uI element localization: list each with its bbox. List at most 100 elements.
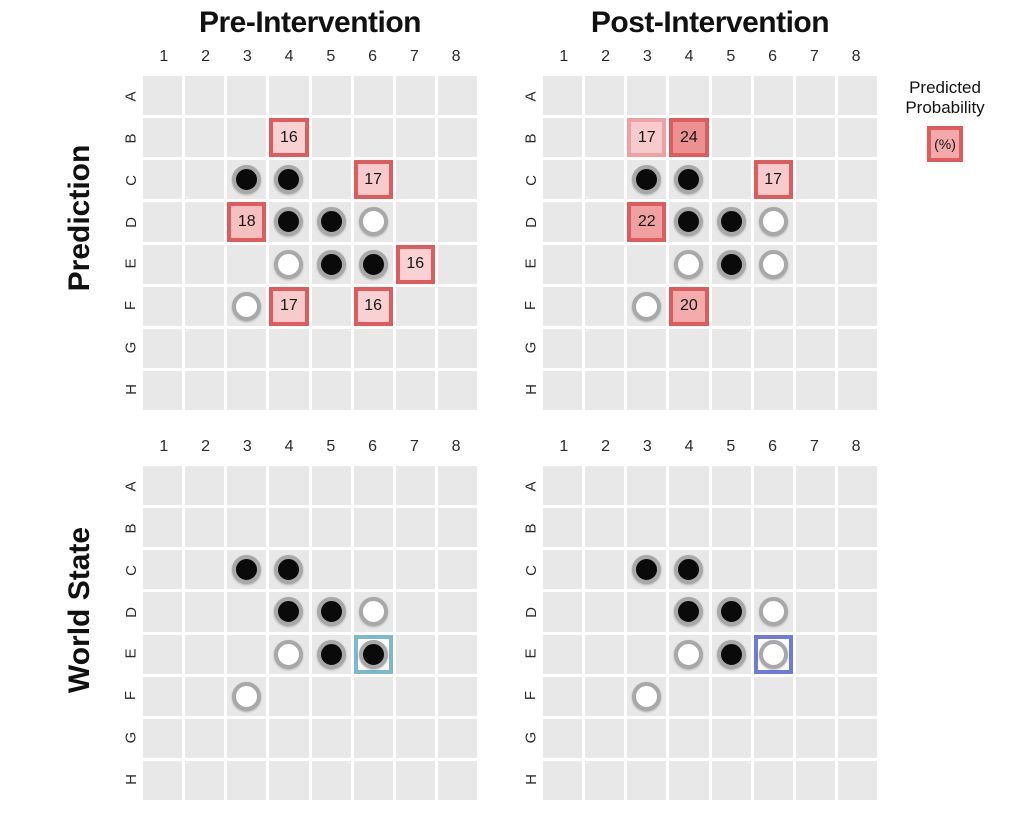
board-cell bbox=[837, 370, 877, 410]
board-cell bbox=[711, 466, 751, 506]
board-cell bbox=[627, 160, 667, 200]
board-cell bbox=[227, 76, 267, 116]
board-cell bbox=[753, 202, 793, 242]
row-label: F bbox=[122, 301, 140, 311]
board-cell bbox=[185, 508, 225, 548]
white-disc-icon bbox=[674, 639, 704, 669]
probability-box: 17 bbox=[627, 118, 667, 158]
board-cell bbox=[311, 328, 351, 368]
legend-probability-swatch: (%) bbox=[927, 126, 963, 162]
board-cell bbox=[837, 160, 877, 200]
board-cell bbox=[837, 508, 877, 548]
probability-value: 22 bbox=[637, 212, 656, 230]
board-cell bbox=[311, 718, 351, 758]
board-cell bbox=[437, 718, 477, 758]
board-cell bbox=[753, 676, 793, 716]
column-label: 2 bbox=[601, 48, 611, 65]
column-label: 3 bbox=[642, 438, 652, 455]
board-cell bbox=[711, 550, 751, 590]
board-cell bbox=[143, 634, 183, 674]
board-cell bbox=[543, 286, 583, 326]
board-cell bbox=[669, 202, 709, 242]
board-cell bbox=[711, 718, 751, 758]
board-cell bbox=[185, 118, 225, 158]
board-cell bbox=[395, 676, 435, 716]
board-cell bbox=[395, 508, 435, 548]
board-cell bbox=[627, 76, 667, 116]
row-label: F bbox=[122, 691, 140, 701]
row-label: A bbox=[522, 481, 540, 492]
row-label: G bbox=[522, 731, 540, 744]
board-cell bbox=[185, 466, 225, 506]
board-cell bbox=[311, 466, 351, 506]
white-disc-icon bbox=[274, 249, 304, 279]
board-cell bbox=[437, 328, 477, 368]
board-cell bbox=[837, 676, 877, 716]
board-cell bbox=[185, 676, 225, 716]
column-label: 5 bbox=[726, 48, 736, 65]
probability-value: 18 bbox=[237, 212, 256, 230]
board-cell bbox=[543, 676, 583, 716]
column-title-post-intervention: Post-Intervention bbox=[590, 6, 830, 39]
board-cell bbox=[627, 634, 667, 674]
black-disc-icon bbox=[716, 639, 746, 669]
board-cell bbox=[143, 718, 183, 758]
row-label: G bbox=[522, 341, 540, 354]
board-cell bbox=[669, 160, 709, 200]
board-cell bbox=[753, 244, 793, 284]
legend-title-line1: Predicted bbox=[909, 78, 981, 97]
board-cell bbox=[753, 718, 793, 758]
board-cell bbox=[585, 550, 625, 590]
board-cell bbox=[353, 676, 393, 716]
board-cell bbox=[353, 466, 393, 506]
board-cell bbox=[753, 118, 793, 158]
board-cell bbox=[627, 676, 667, 716]
black-disc-icon bbox=[274, 165, 304, 195]
white-disc-icon bbox=[358, 207, 388, 237]
black-disc-icon bbox=[674, 597, 704, 627]
board-cell bbox=[837, 718, 877, 758]
board-cell bbox=[395, 718, 435, 758]
column-label: 2 bbox=[201, 48, 211, 65]
board-cell bbox=[269, 760, 309, 800]
board-cell bbox=[753, 466, 793, 506]
column-label: 3 bbox=[242, 48, 252, 65]
board-cell bbox=[143, 466, 183, 506]
board-cell bbox=[795, 676, 835, 716]
board-cell bbox=[711, 286, 751, 326]
board-cell bbox=[395, 118, 435, 158]
column-label: 4 bbox=[684, 438, 694, 455]
board-cell bbox=[543, 592, 583, 632]
board-cell bbox=[669, 592, 709, 632]
board-cell bbox=[353, 118, 393, 158]
board-cell bbox=[543, 634, 583, 674]
board-cell bbox=[753, 76, 793, 116]
probability-value: 17 bbox=[637, 128, 656, 146]
board-cell bbox=[669, 76, 709, 116]
board-cell bbox=[669, 718, 709, 758]
board-cell bbox=[437, 592, 477, 632]
board-cell bbox=[795, 508, 835, 548]
row-label: B bbox=[122, 523, 140, 534]
board-cell bbox=[311, 202, 351, 242]
board-cell bbox=[185, 286, 225, 326]
column-label: 8 bbox=[451, 438, 461, 455]
board-cell bbox=[395, 76, 435, 116]
board-cell bbox=[795, 592, 835, 632]
board-cell bbox=[585, 76, 625, 116]
board-cell bbox=[543, 718, 583, 758]
row-label: C bbox=[122, 174, 140, 186]
board-cell bbox=[585, 592, 625, 632]
board-cell bbox=[269, 508, 309, 548]
board-cell bbox=[627, 244, 667, 284]
black-disc-icon bbox=[316, 207, 346, 237]
board-cell bbox=[353, 508, 393, 548]
row-label: D bbox=[522, 216, 540, 228]
board-cell bbox=[627, 286, 667, 326]
board-cell bbox=[227, 286, 267, 326]
